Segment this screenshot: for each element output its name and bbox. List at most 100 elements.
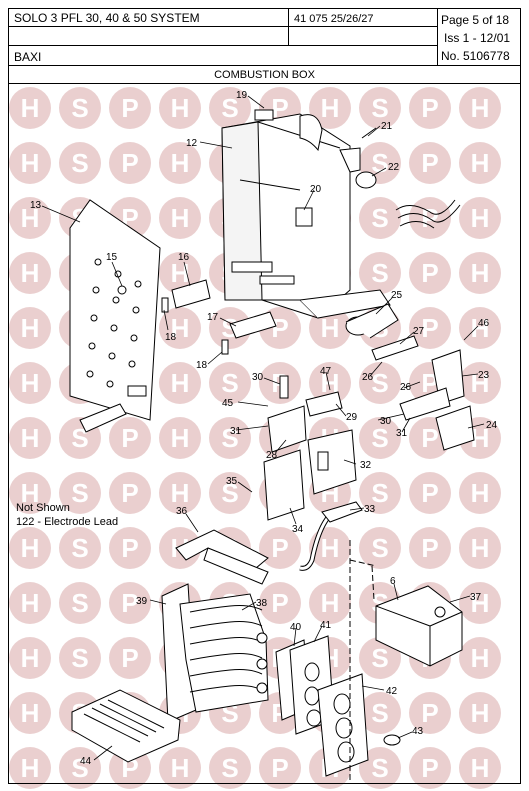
svg-text:H: H	[471, 698, 490, 728]
callout-labels: 19 12 21 22 20 13 15 16 18 17 18 25 27 4…	[30, 90, 498, 767]
svg-text:H: H	[471, 753, 490, 783]
watermark-badge: S	[59, 527, 101, 569]
svg-text:H: H	[21, 643, 40, 673]
svg-text:P: P	[121, 588, 138, 618]
svg-text:S: S	[71, 423, 88, 453]
svg-text:H: H	[21, 258, 40, 288]
watermark-badge: H	[9, 87, 51, 129]
svg-text:P: P	[121, 478, 138, 508]
callout-label: 46	[478, 318, 490, 329]
svg-text:S: S	[71, 588, 88, 618]
svg-text:P: P	[271, 753, 288, 783]
callout-label: 27	[413, 326, 425, 337]
watermark-badge: H	[459, 747, 501, 789]
part-15-knob	[117, 285, 127, 295]
part-16-plate	[171, 279, 211, 309]
svg-text:H: H	[171, 478, 190, 508]
watermark-badge: H	[459, 197, 501, 239]
svg-text:H: H	[171, 313, 190, 343]
svg-text:H: H	[21, 478, 40, 508]
callout-label: 28	[266, 450, 278, 461]
watermark-badge: H	[9, 472, 51, 514]
svg-text:H: H	[471, 203, 490, 233]
watermark-badge: H	[9, 527, 51, 569]
watermark-badge: P	[409, 87, 451, 129]
panel-holes	[86, 258, 142, 388]
part-44-injector-manifold	[71, 689, 181, 763]
watermark-badge: S	[359, 472, 401, 514]
watermark-badge: S	[359, 252, 401, 294]
watermark-badge: S	[359, 747, 401, 789]
callout-label: 37	[470, 592, 482, 603]
parts-linework	[69, 109, 475, 780]
watermark-badge: P	[259, 527, 301, 569]
watermark-badge: P	[109, 417, 151, 459]
svg-text:H: H	[171, 93, 190, 123]
watermark-badge: H	[9, 747, 51, 789]
watermark-badge: H	[9, 307, 51, 349]
watermark-badge: P	[109, 637, 151, 679]
watermark-badge: P	[409, 747, 451, 789]
callout-label: 12	[186, 138, 198, 149]
watermark-badge: P	[109, 527, 151, 569]
part-17-plate	[229, 311, 277, 339]
svg-text:H: H	[321, 588, 340, 618]
watermark-badge: S	[209, 747, 251, 789]
watermark-badge: H	[159, 362, 201, 404]
part-34-cover	[263, 449, 305, 521]
watermark-badge: P	[409, 142, 451, 184]
part-22-sight-disc	[355, 171, 377, 189]
callout-label: 47	[320, 366, 332, 377]
svg-text:S: S	[71, 753, 88, 783]
svg-text:S: S	[371, 93, 388, 123]
callout-label: 42	[386, 686, 398, 697]
svg-text:S: S	[221, 753, 238, 783]
watermark-badge: S	[209, 417, 251, 459]
callout-label: 13	[30, 200, 42, 211]
part-32-gas-valve	[307, 429, 357, 495]
callout-label: 36	[176, 506, 188, 517]
watermark-badge: H	[159, 747, 201, 789]
watermark-badge: S	[59, 637, 101, 679]
callout-label: 25	[391, 290, 403, 301]
svg-text:P: P	[271, 93, 288, 123]
svg-text:P: P	[121, 643, 138, 673]
svg-text:P: P	[421, 203, 438, 233]
watermark-badge: S	[59, 472, 101, 514]
watermark-badge: H	[9, 197, 51, 239]
svg-text:P: P	[271, 313, 288, 343]
svg-text:H: H	[171, 203, 190, 233]
callout-label: 35	[226, 476, 238, 487]
svg-text:H: H	[321, 313, 340, 343]
document-number: No. 5106778	[441, 49, 510, 63]
svg-text:S: S	[221, 478, 238, 508]
note-line-2: 122 - Electrode Lead	[16, 516, 119, 528]
brand-name: BAXI	[14, 50, 42, 64]
svg-text:H: H	[471, 368, 490, 398]
watermark-badge: P	[109, 142, 151, 184]
watermark-badge: H	[459, 142, 501, 184]
watermark-badge: H	[309, 362, 351, 404]
callout-label: 26	[400, 382, 412, 393]
svg-text:S: S	[71, 93, 88, 123]
svg-text:H: H	[21, 753, 40, 783]
svg-text:S: S	[71, 533, 88, 563]
callout-label: 34	[292, 524, 304, 535]
watermark-badge: H	[9, 582, 51, 624]
svg-text:S: S	[71, 478, 88, 508]
svg-text:S: S	[371, 533, 388, 563]
svg-text:H: H	[21, 203, 40, 233]
watermark-badge: P	[109, 87, 151, 129]
svg-text:P: P	[121, 533, 138, 563]
svg-text:S: S	[221, 423, 238, 453]
svg-text:H: H	[21, 698, 40, 728]
watermark-badge: S	[359, 197, 401, 239]
callout-label: 21	[381, 121, 393, 132]
watermark-badge: H	[9, 142, 51, 184]
svg-text:S: S	[221, 93, 238, 123]
svg-text:S: S	[371, 423, 388, 453]
svg-text:H: H	[471, 148, 490, 178]
part-38-burner	[179, 593, 269, 713]
watermark-badge: H	[309, 87, 351, 129]
part-24-bracket	[435, 405, 475, 451]
